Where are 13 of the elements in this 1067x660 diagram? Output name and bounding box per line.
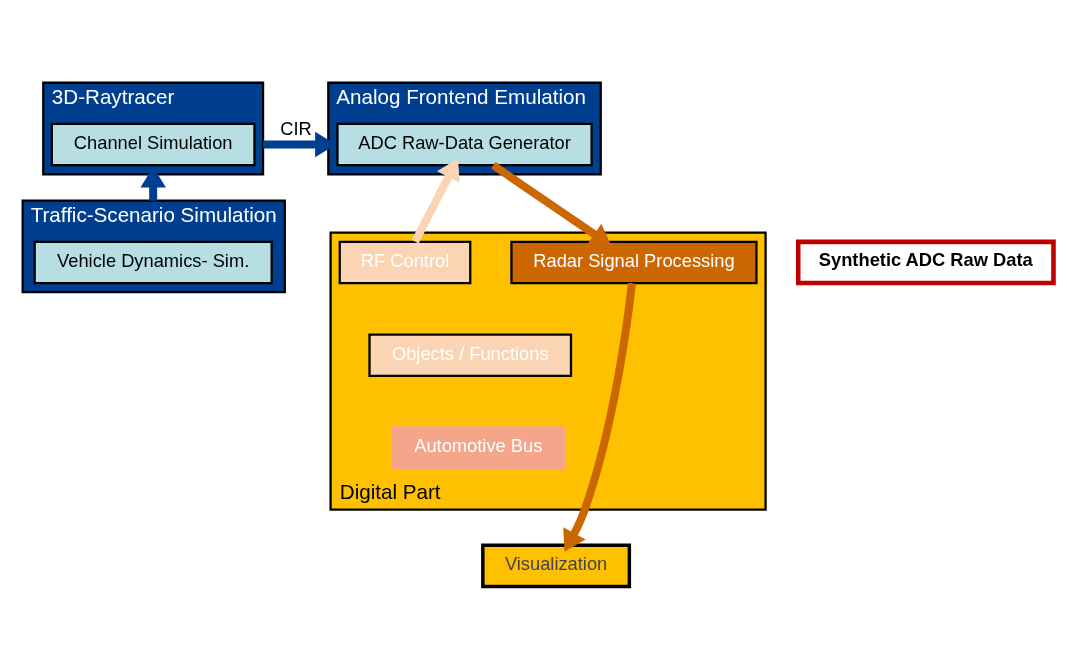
node-box: Automotive Bus: [391, 426, 566, 470]
node-box: Vehicle Dynamics- Sim.: [33, 240, 273, 285]
node-box: Channel Simulation: [50, 122, 256, 167]
arrow: [563, 282, 636, 552]
edge-label: CIR: [280, 118, 312, 140]
arrow: [491, 162, 612, 246]
node-box: ADC Raw-Data Generator: [336, 122, 593, 167]
node-box: RF Control: [338, 240, 472, 285]
node-box: Synthetic ADC Raw Data: [795, 239, 1056, 286]
node-box: Radar Signal Processing: [510, 240, 758, 285]
node-box: Visualization: [481, 543, 632, 589]
node-box: Objects / Functions: [368, 333, 573, 377]
arrow: [411, 158, 460, 244]
